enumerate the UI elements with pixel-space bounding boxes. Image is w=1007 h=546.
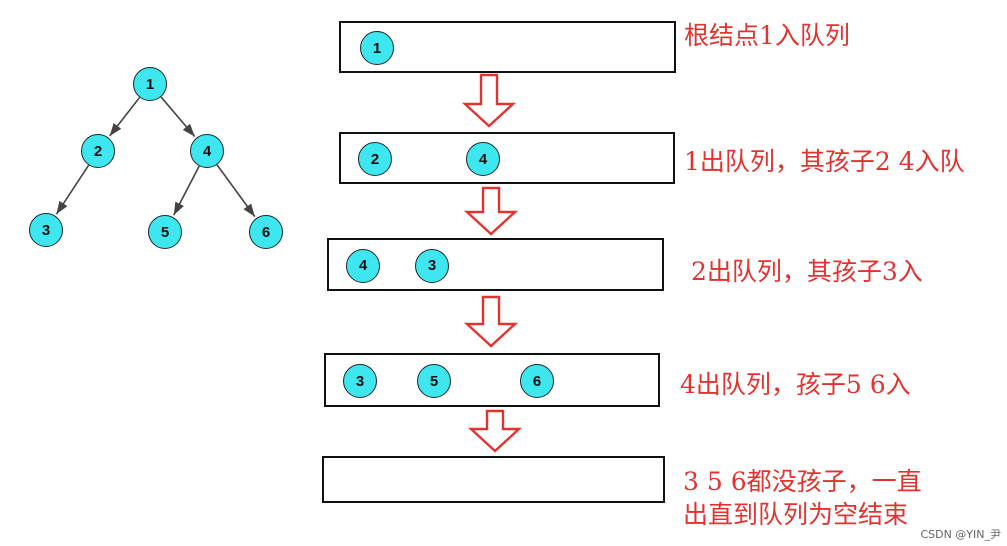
queue-node-1: 1 xyxy=(360,31,394,65)
queue-box-3 xyxy=(327,238,664,291)
queue-box-4 xyxy=(324,353,660,407)
tree-edge-1-4 xyxy=(160,96,196,138)
down-arrow-4 xyxy=(467,409,523,453)
queue-node-3: 3 xyxy=(415,248,449,283)
tree-edge-4-6 xyxy=(216,164,256,218)
step-caption-1: 根结点1入队列 xyxy=(684,21,850,50)
binary-tree xyxy=(55,96,256,218)
tree-edge-4-5 xyxy=(173,165,200,216)
down-arrow-2 xyxy=(463,186,519,236)
queue-node-4: 4 xyxy=(346,248,380,283)
step-caption-3: 2出队列，其孩子3入 xyxy=(691,257,923,286)
tree-node-1: 1 xyxy=(133,67,167,101)
tree-node-3: 3 xyxy=(29,213,63,247)
queue-node-3: 3 xyxy=(343,364,377,398)
queue-node-6: 6 xyxy=(520,364,554,398)
queue-box-5 xyxy=(322,456,665,503)
queue-box-2 xyxy=(339,132,675,184)
step-caption-2: 1出队列，其孩子2 4入队 xyxy=(684,147,965,176)
tree-node-2: 2 xyxy=(81,134,115,168)
down-arrow-3 xyxy=(463,295,519,348)
queue-node-5: 5 xyxy=(417,364,451,398)
queue-box-1 xyxy=(339,21,676,73)
tree-node-4: 4 xyxy=(190,134,224,168)
step-caption-5-line-1: 3 5 6都没孩子，一直 xyxy=(683,467,922,496)
queue-node-2: 2 xyxy=(358,142,392,176)
queue-node-4: 4 xyxy=(466,142,500,176)
down-arrow-1 xyxy=(461,73,517,128)
tree-edge-2-3 xyxy=(55,164,90,215)
tree-node-5: 5 xyxy=(148,215,182,249)
tree-edge-1-2 xyxy=(109,96,141,137)
watermark: CSDN @YIN_尹 xyxy=(920,528,1001,541)
tree-node-6: 6 xyxy=(249,215,283,249)
step-caption-5-line-2: 出直到队列为空结束 xyxy=(683,500,909,529)
step-caption-4: 4出队列，孩子5 6入 xyxy=(680,370,911,399)
